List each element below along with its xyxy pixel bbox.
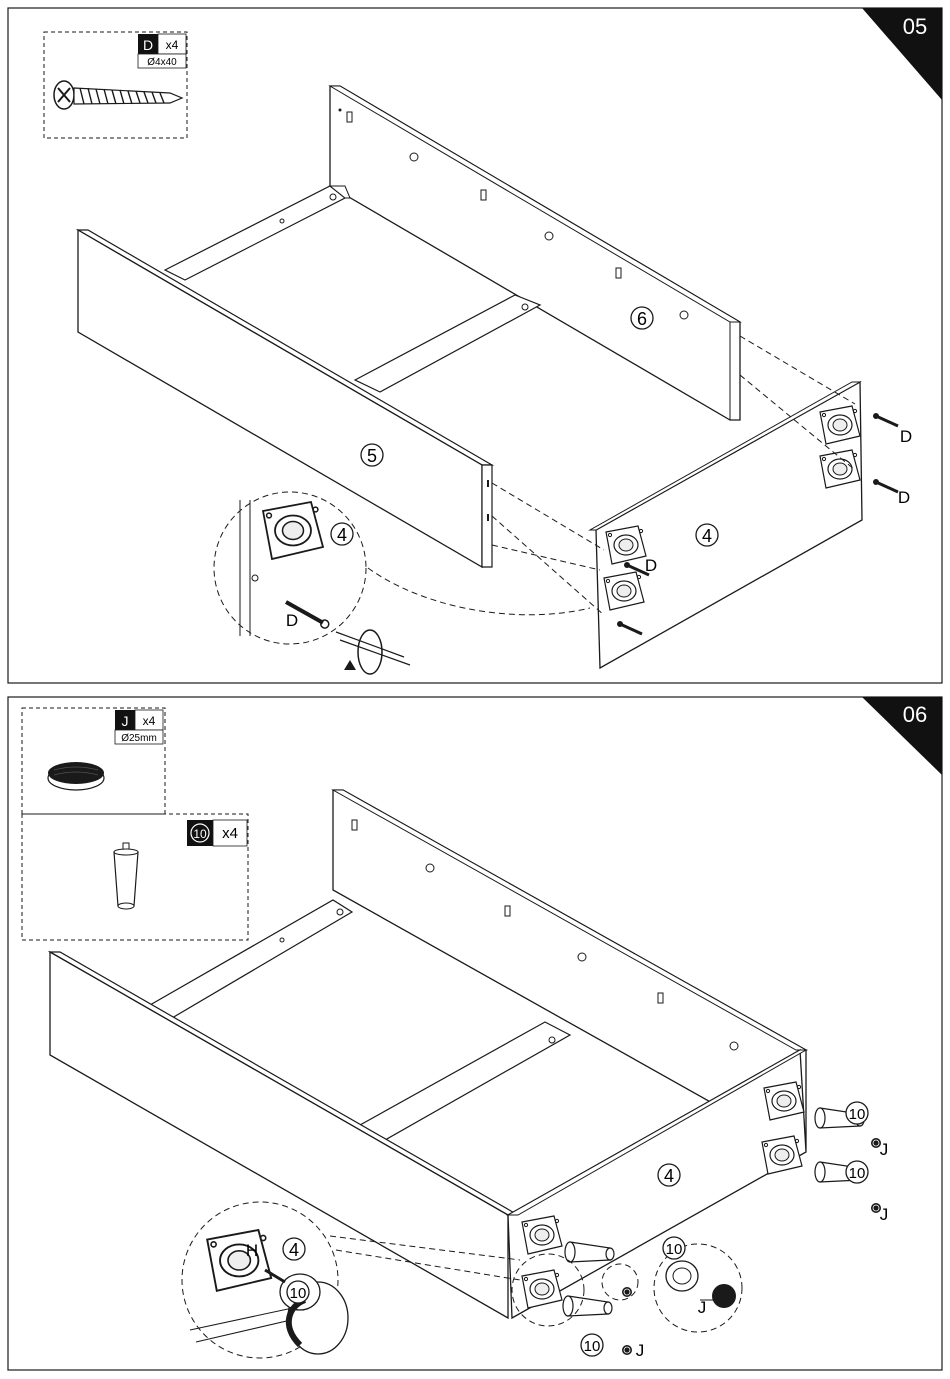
svg-text:10: 10	[290, 1285, 307, 1302]
label-j-b: J	[880, 1205, 889, 1224]
step-06-number: 06	[903, 702, 927, 727]
svg-text:10: 10	[849, 1106, 866, 1123]
step-05-number: 05	[903, 14, 927, 39]
label-4-detail-06: 4	[283, 1238, 305, 1260]
label-h: H	[246, 1241, 258, 1260]
label-4-detail: 4	[331, 523, 353, 545]
svg-text:4: 4	[702, 526, 712, 546]
svg-text:10: 10	[666, 1241, 683, 1258]
svg-text:4: 4	[289, 1240, 299, 1260]
hardware-j-qty: x4	[143, 714, 156, 728]
screw-label-d2: D	[898, 488, 910, 507]
screw-label-d4: D	[286, 611, 298, 630]
label-5: 5	[361, 444, 383, 466]
svg-text:10: 10	[584, 1338, 601, 1355]
step-05-panel: 05 D x4 Ø4x40	[8, 8, 942, 683]
label-4-06: 4	[658, 1164, 680, 1186]
label-j-c: J	[698, 1298, 707, 1317]
hardware-d-qty: x4	[166, 38, 179, 52]
hardware-j-letter: J	[122, 713, 129, 729]
hardware-leg-part: 10	[193, 827, 207, 841]
screw-label-d1: D	[900, 427, 912, 446]
label-6: 6	[631, 307, 653, 329]
svg-text:4: 4	[337, 525, 347, 545]
leg-icon	[114, 843, 138, 909]
label-10-d: 10	[581, 1334, 603, 1356]
label-10-a: 10	[846, 1102, 868, 1124]
svg-text:6: 6	[637, 309, 647, 329]
hardware-d-size: Ø4x40	[147, 57, 177, 68]
hardware-d-letter: D	[143, 37, 153, 53]
label-j-d: J	[636, 1341, 645, 1360]
hardware-j-size: Ø25mm	[121, 733, 157, 744]
label-j-a: J	[880, 1140, 889, 1159]
label-4: 4	[696, 524, 718, 546]
svg-text:5: 5	[367, 446, 377, 466]
label-10-b: 10	[846, 1161, 868, 1183]
felt-pad-icon	[48, 762, 104, 790]
step-06-panel: 06 J x4 Ø25mm 10 x4	[8, 697, 942, 1370]
screw-label-d3: D	[645, 556, 657, 575]
label-10-c: 10	[663, 1237, 685, 1259]
svg-text:4: 4	[664, 1166, 674, 1186]
label-10-detail: 10	[287, 1281, 309, 1303]
hardware-leg-qty: x4	[222, 825, 238, 842]
svg-text:10: 10	[849, 1165, 866, 1182]
